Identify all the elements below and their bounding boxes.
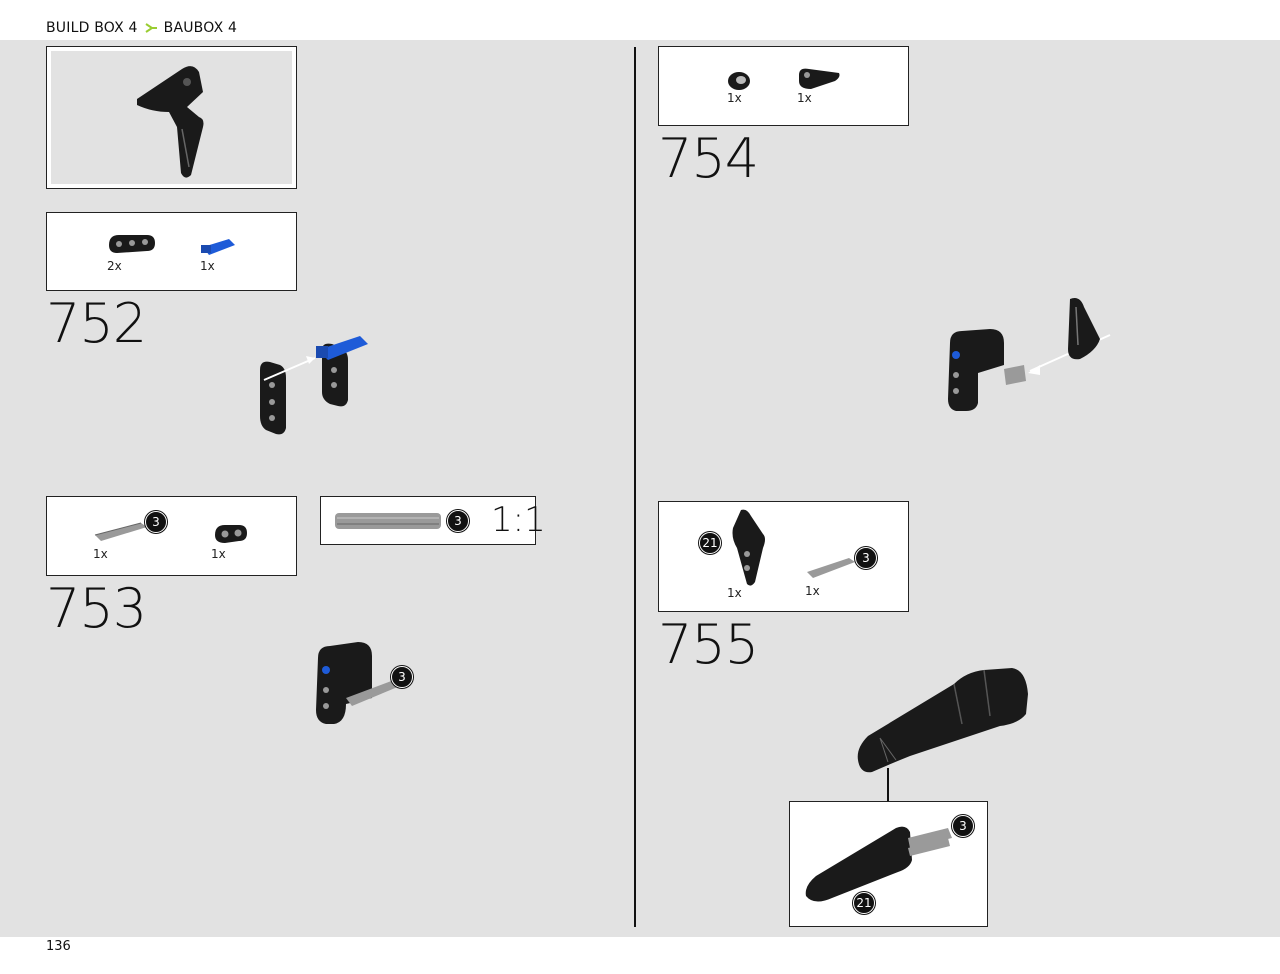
build-box-label: BUILD BOX 4 xyxy=(46,20,138,36)
axle-icon xyxy=(94,522,147,541)
step-752-assembly xyxy=(260,336,368,435)
page-header: BUILD BOX 4 BAUBOX 4 xyxy=(0,0,1280,40)
connector-icon xyxy=(215,525,247,543)
submodel-icon xyxy=(732,509,765,586)
page-footer: 136 xyxy=(0,937,1280,974)
panel-icon xyxy=(799,68,840,89)
breadcrumb: BUILD BOX 4 BAUBOX 4 xyxy=(46,20,237,36)
axle-scale-icon xyxy=(335,513,441,529)
step-number: 752 xyxy=(46,292,147,355)
step-754-assembly xyxy=(948,298,1111,411)
part-qty: 1x xyxy=(211,547,226,561)
liftarm-icon xyxy=(109,235,155,253)
step-number: 755 xyxy=(658,613,759,676)
step-number: 753 xyxy=(46,577,147,640)
step-755-inset-box: 3 21 xyxy=(789,801,988,927)
part-qty: 1x xyxy=(200,259,215,273)
submodel-badge: 21 xyxy=(699,532,721,554)
length-badge: 3 xyxy=(952,815,974,837)
scale-box: 3 1:1 xyxy=(320,496,546,545)
instruction-page xyxy=(0,40,1280,937)
length-badge: 3 xyxy=(447,510,469,532)
inset-assembly-icon xyxy=(805,826,952,902)
part-qty: 1x xyxy=(727,91,742,105)
part-qty: 2x xyxy=(107,259,122,273)
step-753-parts-box: 3 1x 1x xyxy=(46,496,297,576)
baubox-label: BAUBOX 4 xyxy=(163,20,238,36)
submodel-preview-icon xyxy=(137,66,204,178)
step-752-parts-box: 2x 1x xyxy=(46,212,297,291)
submodel-preview-box xyxy=(46,46,297,189)
part-qty: 1x xyxy=(93,547,108,561)
step-number: 754 xyxy=(658,127,759,190)
part-qty: 1x xyxy=(805,584,820,598)
length-badge: 3 xyxy=(145,511,167,533)
scale-ratio: 1:1 xyxy=(491,500,546,540)
part-qty: 1x xyxy=(797,91,812,105)
chevron-icon xyxy=(145,23,157,33)
blue-pin-icon xyxy=(201,239,235,255)
submodel-badge: 21 xyxy=(853,892,875,914)
part-qty: 1x xyxy=(727,586,742,600)
length-badge: 3 xyxy=(855,547,877,569)
page-number: 136 xyxy=(46,939,71,954)
step-755-parts-box: 21 1x 3 1x xyxy=(658,501,909,612)
bush-icon xyxy=(728,72,750,90)
step-753-assembly xyxy=(316,642,400,724)
step-755-assembly xyxy=(857,668,1028,802)
column-divider xyxy=(634,47,636,927)
step-754-parts-box: 1x 1x xyxy=(658,46,909,126)
axle-icon xyxy=(807,558,855,578)
length-badge: 3 xyxy=(391,666,413,688)
